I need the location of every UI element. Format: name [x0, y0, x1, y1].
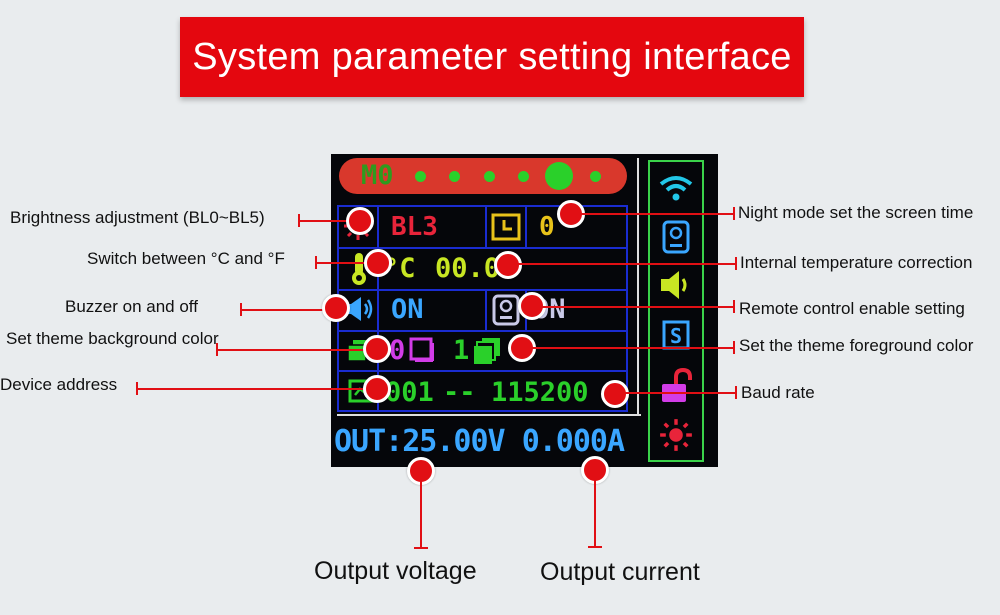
- label-fg-color: Set the theme foreground color: [739, 336, 974, 355]
- label-output-voltage: Output voltage: [314, 557, 477, 585]
- leader-line: [315, 256, 317, 269]
- grid-line: [525, 207, 527, 247]
- indicator-dot: [518, 171, 529, 182]
- horizontal-divider: [337, 414, 641, 416]
- marker-unit-switch: [364, 249, 392, 277]
- address-separator: --: [443, 377, 476, 408]
- buzzer-value: ON: [391, 294, 424, 325]
- wifi-icon: [650, 172, 702, 202]
- indicator-dot: [415, 171, 426, 182]
- mode-label: M0: [361, 160, 394, 191]
- device-screen: M0 BL3 0 °C 00.0: [331, 154, 718, 467]
- output-readout: OUT:25.00V 0.000A: [334, 424, 625, 459]
- s-icon: S: [650, 320, 702, 350]
- leader-line: [594, 477, 596, 547]
- title-banner: System parameter setting interface: [180, 17, 804, 97]
- leader-line: [240, 303, 242, 316]
- label-remote: Remote control enable setting: [739, 299, 965, 318]
- square-icon: [409, 337, 435, 368]
- leader-line: [298, 214, 300, 227]
- leader-line: [240, 309, 332, 311]
- speaker-icon: [650, 270, 702, 300]
- marker-temp-correction: [494, 251, 522, 279]
- leader-line: [578, 213, 733, 215]
- sun-icon: [650, 418, 702, 452]
- night-time-value: 0: [539, 212, 555, 242]
- marker-address: [363, 375, 391, 403]
- marker-night-mode: [557, 200, 585, 228]
- leader-line: [298, 220, 350, 222]
- leader-line: [733, 300, 735, 313]
- label-output-current: Output current: [540, 558, 700, 586]
- output-current-value: 0.000A: [521, 424, 625, 459]
- page-title: System parameter setting interface: [192, 35, 792, 78]
- stack-icon: [473, 337, 501, 370]
- grid-line: [339, 330, 626, 332]
- leader-line: [315, 262, 373, 264]
- leader-line: [216, 343, 218, 356]
- remote-icon: [650, 220, 702, 254]
- clock-icon: [491, 213, 521, 246]
- leader-line: [735, 386, 737, 399]
- baud-rate: 115200: [491, 377, 589, 408]
- remote-icon: [492, 294, 520, 331]
- marker-buzzer: [322, 294, 350, 322]
- leader-line: [733, 341, 735, 354]
- brightness-value: BL3: [391, 212, 438, 242]
- indicator-dot: [449, 171, 460, 182]
- indicator-dot-active: [545, 162, 573, 190]
- bg-color-index: 0: [389, 335, 406, 366]
- label-temp-correction: Internal temperature correction: [740, 253, 973, 272]
- indicator-dot: [590, 171, 601, 182]
- label-buzzer: Buzzer on and off: [65, 297, 198, 316]
- svg-text:S: S: [670, 324, 682, 348]
- marker-brightness: [346, 207, 374, 235]
- leader-line: [735, 257, 737, 270]
- leader-line: [420, 478, 422, 548]
- label-baud: Baud rate: [741, 383, 815, 402]
- grid-line: [485, 207, 487, 247]
- label-night-mode: Night mode set the screen time: [738, 203, 974, 222]
- leader-line: [539, 306, 733, 308]
- leader-line: [136, 382, 138, 395]
- leader-line: [588, 546, 602, 548]
- leader-line: [216, 349, 374, 351]
- mode-bar: M0: [339, 158, 627, 194]
- leader-line: [414, 547, 428, 549]
- temp-correction-value: 00.0: [435, 253, 501, 284]
- thermometer-icon: [349, 252, 369, 291]
- side-icon-bar: S: [648, 160, 704, 462]
- grid-line: [339, 247, 626, 249]
- label-bg-color: Set theme background color: [6, 329, 219, 348]
- leader-line: [529, 347, 733, 349]
- leader-line: [622, 392, 735, 394]
- leader-line: [515, 263, 735, 265]
- label-address: Device address: [0, 375, 118, 394]
- label-unit-switch: Switch between °C and °F: [87, 249, 285, 268]
- output-voltage-value: 25.00V: [402, 424, 505, 459]
- out-label: OUT:: [334, 424, 403, 459]
- marker-baud: [601, 380, 629, 408]
- grid-line: [339, 289, 626, 291]
- label-brightness: Brightness adjustment (BL0~BL5): [10, 208, 265, 227]
- grid-line: [377, 207, 379, 410]
- fg-color-index: 1: [453, 335, 470, 366]
- marker-bg-color: [363, 335, 391, 363]
- unlock-icon: [650, 368, 702, 404]
- grid-line: [485, 289, 487, 330]
- indicator-dot: [484, 171, 495, 182]
- vertical-divider: [637, 158, 639, 414]
- leader-line: [136, 388, 373, 390]
- device-address: 001: [385, 377, 434, 408]
- grid-line: [339, 370, 626, 372]
- leader-line: [733, 207, 735, 220]
